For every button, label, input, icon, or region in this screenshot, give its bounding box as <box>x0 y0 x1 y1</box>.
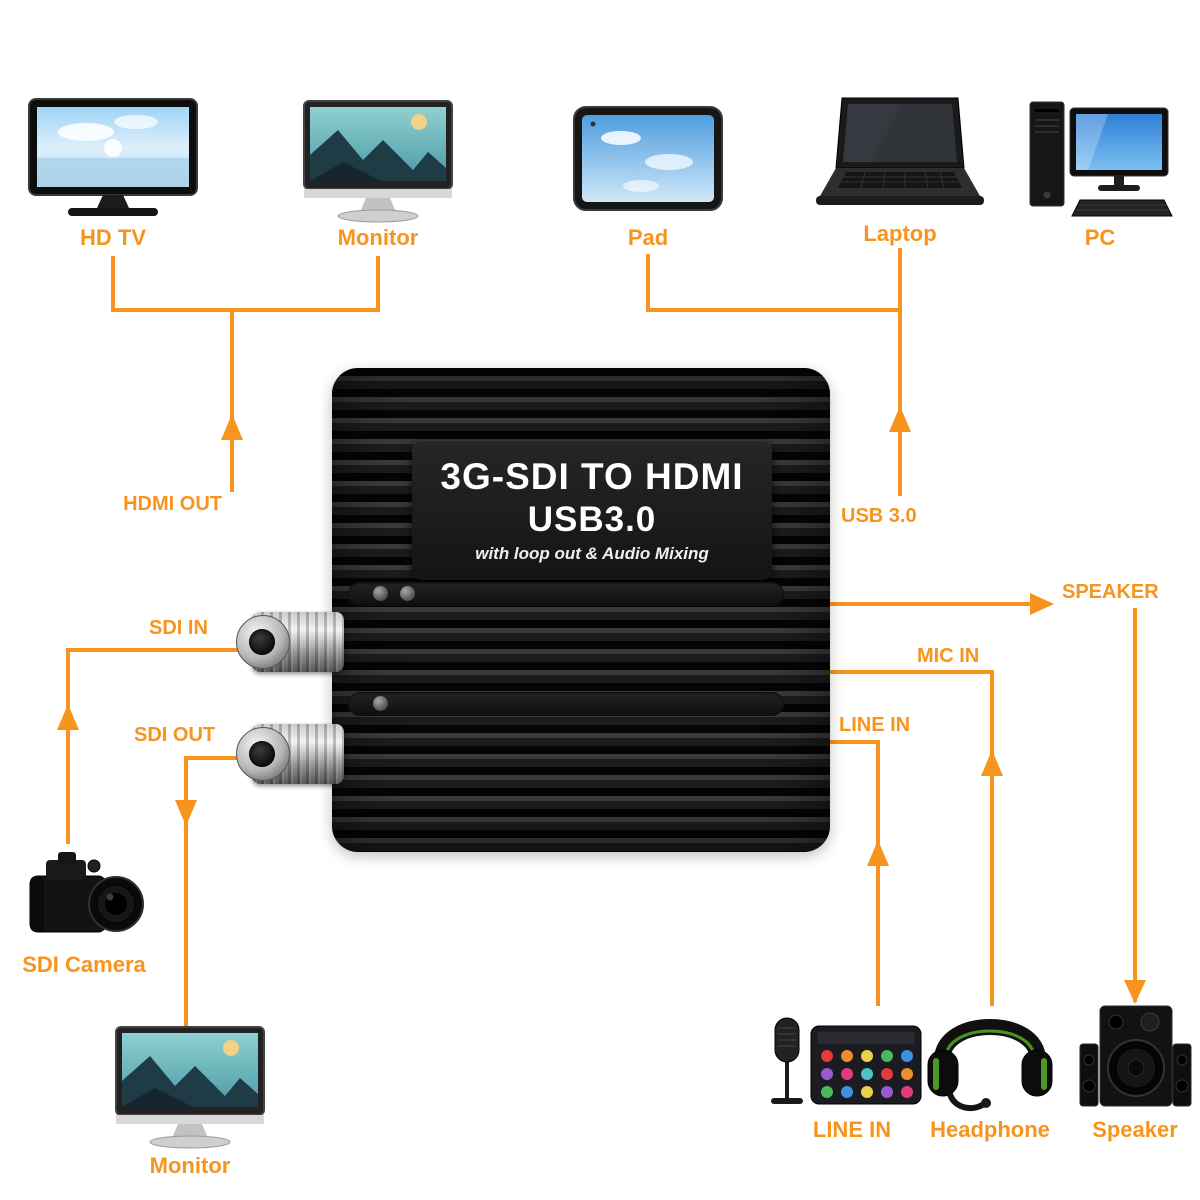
converter-label-plate: 3G-SDI TO HDMI USB3.0 with loop out & Au… <box>412 440 772 580</box>
wire-sdi-out <box>184 756 256 1026</box>
monitor-top-icon <box>303 100 453 223</box>
bnc-sdi-in-connector <box>252 612 344 672</box>
wire-mic <box>830 670 994 1006</box>
screw-icon <box>373 696 388 711</box>
wire-sdi-in <box>66 648 255 844</box>
hdtv-icon <box>28 98 198 216</box>
converter-front-band <box>348 692 784 716</box>
tablet-icon <box>573 106 723 211</box>
speaker-icon <box>1079 1005 1192 1107</box>
desktop-pc-icon <box>1029 101 1173 217</box>
bnc-sdi-out-connector <box>252 724 344 784</box>
arrow-up-line-in <box>867 840 889 866</box>
arrow-down-speaker <box>1124 980 1146 1004</box>
wire-hdmi-split <box>111 256 380 312</box>
headphone-icon <box>927 1019 1053 1112</box>
wire-line-in <box>830 740 880 1006</box>
arrow-down-sdi-out <box>175 800 197 826</box>
converter-subtitle-usb: USB3.0 <box>527 500 657 539</box>
laptop-icon <box>816 97 984 205</box>
arrow-right-speaker <box>1030 593 1054 615</box>
screw-icon <box>373 586 388 601</box>
converter-tagline: with loop out & Audio Mixing <box>475 544 709 563</box>
converter-front-band <box>348 582 784 606</box>
converter-title: 3G-SDI TO HDMI <box>440 456 744 497</box>
monitor-bottom-icon <box>115 1026 265 1149</box>
arrow-up-usb <box>889 406 911 432</box>
sdi-camera-icon <box>29 852 144 933</box>
audio-mixer-mic-icon <box>771 1017 922 1105</box>
sdi-to-hdmi-converter: 3G-SDI TO HDMI USB3.0 with loop out & Au… <box>252 368 830 852</box>
arrow-up-mic <box>981 750 1003 776</box>
screw-icon <box>400 586 415 601</box>
wire-usb-split <box>646 248 902 312</box>
arrow-up-hdmi <box>221 414 243 440</box>
arrow-up-sdi-in <box>57 704 79 730</box>
